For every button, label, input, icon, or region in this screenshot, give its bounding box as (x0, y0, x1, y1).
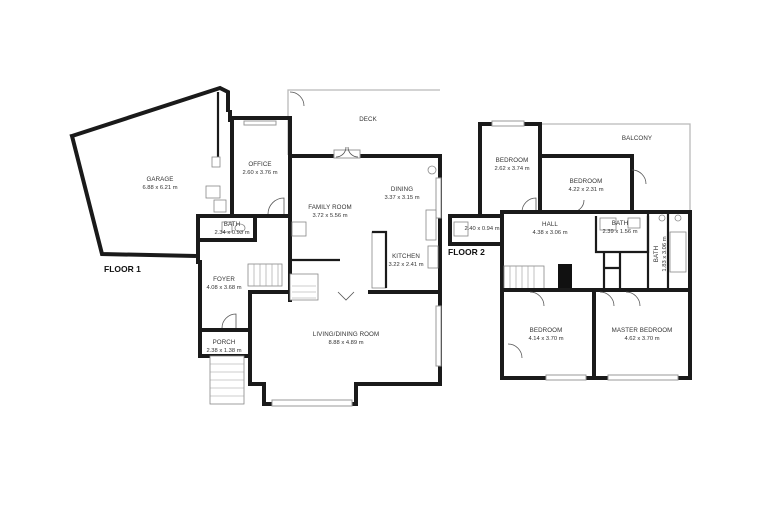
bath2-dims: 2.39 x 1.56 m (602, 229, 637, 235)
floor-1-plan (69, 85, 442, 407)
living-window-east (435, 305, 442, 367)
bath1-toilet (234, 223, 246, 233)
closet-dims: 2.40 x 0.94 m (464, 226, 499, 232)
bath3-sink (658, 214, 666, 222)
bedroom-ne-label: BEDROOM (570, 178, 603, 185)
living-label: LIVING/DINING ROOM (313, 331, 379, 338)
family-closet (291, 221, 307, 237)
family-room-dims: 3.72 x 5.56 m (312, 213, 347, 219)
floor-2-plan (448, 120, 692, 381)
master-bedroom-dims: 4.62 x 3.70 m (624, 336, 659, 342)
hall-chimney (558, 264, 572, 290)
bath2-label: BATH (612, 220, 628, 227)
bath3-tub (669, 231, 687, 273)
bath1-walls (196, 214, 292, 264)
bedroom-ne-dims: 4.22 x 2.31 m (568, 187, 603, 193)
garage-step (205, 185, 221, 199)
bedroom-s-dims: 4.14 x 3.70 m (528, 336, 563, 342)
kitchen-island (371, 231, 387, 289)
porch-steps (209, 355, 245, 405)
bedroom-s-door-swing (507, 291, 545, 359)
hall-walls (500, 210, 692, 292)
bath3-dims: 1.83 x 3.06 m (662, 236, 668, 271)
bath3-sink-2 (674, 214, 682, 222)
bath2-sink (627, 217, 641, 229)
bedroom-s-walls (500, 288, 692, 380)
balcony-outline (540, 123, 691, 212)
bath3-walls (646, 212, 670, 290)
master-bedroom-label: MASTER BEDROOM (612, 327, 673, 334)
garage-closet (213, 199, 227, 213)
office-dims: 2.60 x 3.76 m (242, 170, 277, 176)
bedroom-s-window (545, 374, 587, 381)
hall-label: HALL (542, 221, 558, 228)
floor-1-label: FLOOR 1 (104, 264, 141, 274)
bedroom-nw-window (491, 120, 525, 127)
bath1-label: BATH (224, 221, 240, 228)
hall-stairs (503, 265, 545, 291)
hall-dims: 4.38 x 3.06 m (532, 230, 567, 236)
closet-rail (453, 221, 469, 237)
master-door-swing (599, 291, 641, 307)
kitchen-counter (425, 209, 437, 241)
bath2-tub (599, 217, 617, 231)
garage-dims: 6.88 x 6.21 m (142, 185, 177, 191)
living-door-swing (337, 291, 355, 301)
porch-label: PORCH (213, 339, 236, 346)
kitchen-dims: 3.22 x 2.41 m (388, 262, 423, 268)
living-walls (248, 290, 442, 406)
garage-step-2 (211, 156, 221, 168)
kitchen-fridge (427, 245, 439, 269)
master-window (607, 374, 679, 381)
dining-fixture (427, 165, 437, 175)
bath1-sink (221, 221, 233, 233)
family-room-label: FAMILY ROOM (308, 204, 352, 211)
dining-window (435, 177, 442, 219)
foyer-stairs (247, 263, 283, 287)
foyer-dims: 4.08 x 3.68 m (206, 285, 241, 291)
dining-dims: 3.37 x 3.15 m (384, 195, 419, 201)
kitchen-label: KITCHEN (392, 253, 420, 260)
floor-2-label: FLOOR 2 (448, 247, 485, 257)
bath3-label: BATH (653, 246, 660, 262)
bedroom-ne-door-swing (631, 169, 647, 185)
office-label: OFFICE (248, 161, 271, 168)
living-window-south (271, 399, 353, 407)
room-labels: GARAGE 6.88 x 6.21 m OFFICE 2.60 x 3.76 … (142, 116, 672, 354)
fireplace-hatch (292, 285, 316, 299)
foyer-door-swing (221, 313, 237, 329)
garage-walls (69, 85, 230, 259)
family-room-door-swing (335, 146, 359, 158)
bedroom-nw-label: BEDROOM (496, 157, 529, 164)
foyer-label: FOYER (213, 276, 235, 283)
hall-linen (602, 252, 622, 290)
bedroom-s-label: BEDROOM (530, 327, 563, 334)
deck-label: DECK (359, 116, 377, 123)
bath1-dims: 2.34 x 0.93 m (214, 230, 249, 236)
deck-door-swing (289, 91, 305, 107)
dining-label: DINING (391, 186, 413, 193)
fireplace (289, 273, 319, 301)
office-window (243, 120, 277, 126)
bedroom-ne-walls (538, 154, 634, 214)
porch-dims: 2.38 x 1.38 m (206, 348, 241, 354)
bedroom-nw-dims: 2.62 x 3.74 m (494, 166, 529, 172)
garage-label: GARAGE (146, 176, 173, 183)
bedroom-nw-door-swing (521, 197, 537, 213)
balcony-label: BALCONY (622, 135, 652, 142)
family-room-door (333, 149, 361, 159)
floor-labels: FLOOR 1 FLOOR 2 (104, 247, 485, 274)
office-door-swing (267, 197, 285, 215)
living-dims: 8.88 x 4.89 m (328, 340, 363, 346)
kitchen-partition (372, 230, 388, 288)
